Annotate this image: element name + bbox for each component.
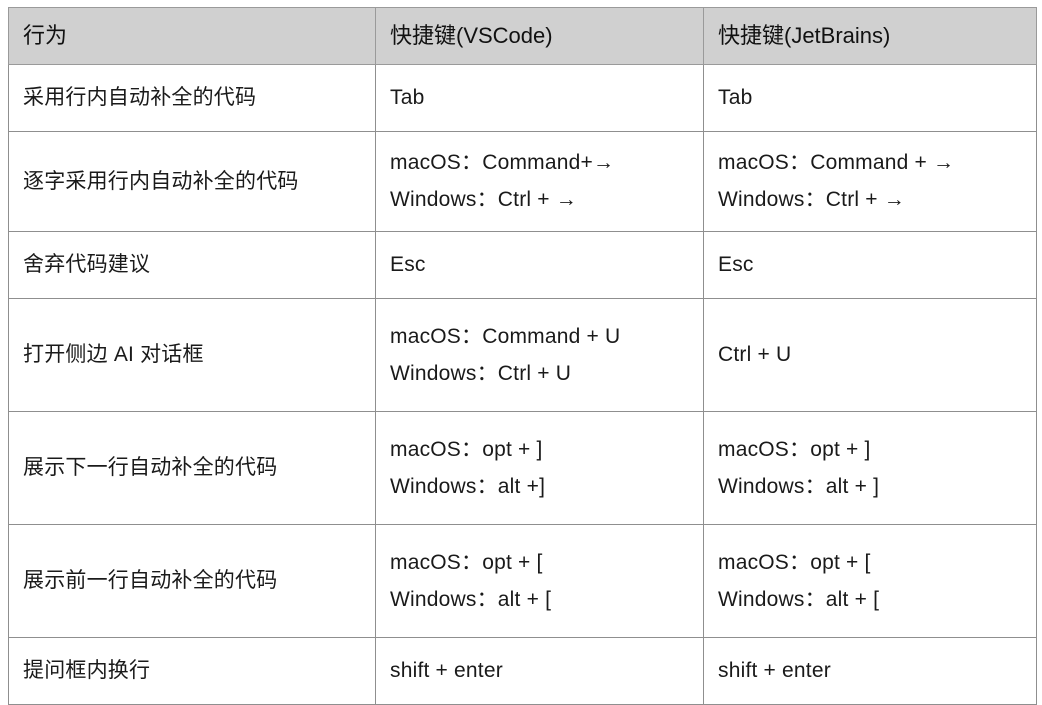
cell-action: 提问框内换行 xyxy=(8,637,376,705)
shortcut-lines: macOS：opt + [ Windows：alt + [ xyxy=(390,548,689,615)
cell-jetbrains-shortcut: macOS：opt + [ Windows：alt + [ xyxy=(703,524,1037,638)
shortcut-line: macOS：opt + [ xyxy=(390,550,543,574)
shortcut-line: shift + enter xyxy=(718,659,831,683)
table-row: 舍弃代码建议 Esc Esc xyxy=(8,231,1037,299)
shortcut-line: macOS：Command + U xyxy=(390,324,621,348)
shortcut-line: macOS：opt + [ xyxy=(718,550,871,574)
shortcut-line: Tab xyxy=(390,86,425,110)
keyboard-shortcuts-table: 行为 快捷键(VSCode) 快捷键(JetBrains) 采用行内自动补全的代… xyxy=(8,7,1037,705)
cell-jetbrains-shortcut: macOS：Command + → Windows：Ctrl + → xyxy=(703,131,1037,232)
shortcut-lines: macOS：opt + ] Windows：alt +] xyxy=(390,435,689,502)
table-row: 展示下一行自动补全的代码 macOS：opt + ] Windows：alt +… xyxy=(8,411,1037,525)
shortcut-lines: macOS：Command + → Windows：Ctrl + → xyxy=(718,148,1022,215)
shortcut-lines: Ctrl + U xyxy=(718,340,1022,370)
shortcut-lines: macOS：opt + ] Windows：alt + ] xyxy=(718,435,1022,502)
table-header: 行为 快捷键(VSCode) 快捷键(JetBrains) xyxy=(8,7,1037,65)
cell-vscode-shortcut: macOS：Command+→ Windows：Ctrl + → xyxy=(375,131,704,232)
shortcut-line: Windows：Ctrl + → xyxy=(390,188,577,211)
shortcut-lines: macOS：opt + [ Windows：alt + [ xyxy=(718,548,1022,615)
shortcut-line: shift + enter xyxy=(390,659,503,683)
shortcut-lines: macOS：Command + U Windows：Ctrl + U xyxy=(390,322,689,389)
cell-action: 逐字采用行内自动补全的代码 xyxy=(8,131,376,232)
cell-jetbrains-shortcut: Ctrl + U xyxy=(703,298,1037,412)
table-row: 采用行内自动补全的代码 Tab Tab xyxy=(8,64,1037,132)
shortcut-line: Ctrl + U xyxy=(718,343,792,367)
table-row: 展示前一行自动补全的代码 macOS：opt + [ Windows：alt +… xyxy=(8,524,1037,638)
table-row: 提问框内换行 shift + enter shift + enter xyxy=(8,637,1037,705)
shortcut-line: macOS：opt + ] xyxy=(390,437,543,461)
shortcut-line: macOS：opt + ] xyxy=(718,437,871,461)
cell-vscode-shortcut: macOS：Command + U Windows：Ctrl + U xyxy=(375,298,704,412)
shortcut-lines: shift + enter xyxy=(718,656,1022,686)
cell-action: 舍弃代码建议 xyxy=(8,231,376,299)
shortcut-line: macOS：Command+→ xyxy=(390,151,615,175)
table-row: 逐字采用行内自动补全的代码 macOS：Command+→ Windows：Ct… xyxy=(8,131,1037,232)
cell-vscode-shortcut: Esc xyxy=(375,231,704,299)
table-header-row: 行为 快捷键(VSCode) 快捷键(JetBrains) xyxy=(8,7,1037,65)
column-header-jetbrains: 快捷键(JetBrains) xyxy=(703,7,1037,65)
table-row: 打开侧边 AI 对话框 macOS：Command + U Windows：Ct… xyxy=(8,298,1037,412)
shortcut-line: Windows：Ctrl + U xyxy=(390,361,572,385)
cell-jetbrains-shortcut: Esc xyxy=(703,231,1037,299)
cell-jetbrains-shortcut: shift + enter xyxy=(703,637,1037,705)
shortcut-lines: Esc xyxy=(718,250,1022,280)
shortcut-line: Esc xyxy=(390,253,426,277)
shortcut-lines: macOS：Command+→ Windows：Ctrl + → xyxy=(390,148,689,215)
shortcut-line: Windows：alt +] xyxy=(390,474,546,498)
shortcut-lines: Tab xyxy=(390,83,689,113)
shortcut-line: Esc xyxy=(718,253,754,277)
cell-vscode-shortcut: shift + enter xyxy=(375,637,704,705)
cell-vscode-shortcut: macOS：opt + ] Windows：alt +] xyxy=(375,411,704,525)
cell-action: 展示前一行自动补全的代码 xyxy=(8,524,376,638)
cell-jetbrains-shortcut: Tab xyxy=(703,64,1037,132)
cell-action: 展示下一行自动补全的代码 xyxy=(8,411,376,525)
column-header-vscode: 快捷键(VSCode) xyxy=(375,7,704,65)
shortcut-lines: Tab xyxy=(718,83,1022,113)
shortcut-lines: Esc xyxy=(390,250,689,280)
shortcut-line: macOS：Command + → xyxy=(718,151,955,175)
shortcut-line: Tab xyxy=(718,86,753,110)
shortcut-line: Windows：alt + [ xyxy=(718,587,880,611)
table-body: 采用行内自动补全的代码 Tab Tab 逐字采用行内自动补全的代码 macOS：… xyxy=(8,64,1037,705)
cell-vscode-shortcut: Tab xyxy=(375,64,704,132)
shortcut-line: Windows：alt + ] xyxy=(718,474,880,498)
cell-vscode-shortcut: macOS：opt + [ Windows：alt + [ xyxy=(375,524,704,638)
cell-action: 打开侧边 AI 对话框 xyxy=(8,298,376,412)
column-header-action: 行为 xyxy=(8,7,376,65)
shortcut-line: Windows：alt + [ xyxy=(390,587,552,611)
cell-jetbrains-shortcut: macOS：opt + ] Windows：alt + ] xyxy=(703,411,1037,525)
shortcut-line: Windows：Ctrl + → xyxy=(718,188,905,211)
cell-action: 采用行内自动补全的代码 xyxy=(8,64,376,132)
shortcut-lines: shift + enter xyxy=(390,656,689,686)
